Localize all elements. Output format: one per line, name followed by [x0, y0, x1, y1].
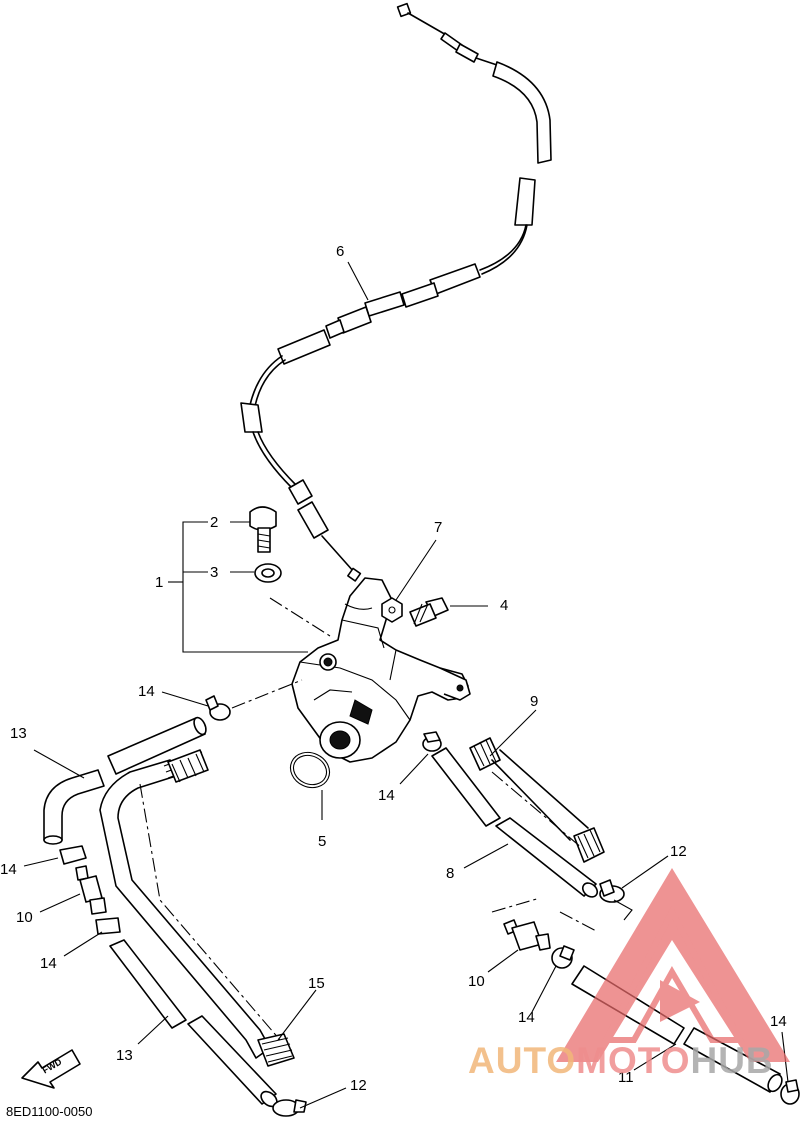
hose-13-lower: [109, 939, 278, 1108]
clamp-14-right-top: [422, 731, 442, 752]
callout-12-right: 12: [670, 843, 687, 860]
bolt-4: [409, 597, 449, 627]
callout-13-upper: 13: [10, 725, 27, 742]
nut-7: [381, 597, 403, 623]
clamp-14-right-bottom: [780, 1079, 800, 1105]
oil-pump-assy: [291, 577, 471, 763]
hose-15: [99, 749, 295, 1067]
callout-6: 6: [336, 243, 345, 260]
o-ring-5: [289, 751, 331, 789]
pump-cable: [240, 2, 552, 582]
callout-14-right-mid: 14: [518, 1009, 535, 1026]
callout-14-left-1: 14: [0, 861, 17, 878]
callout-8: 8: [446, 865, 455, 882]
joint-10-right: [503, 919, 551, 951]
callout-3: 3: [210, 564, 219, 581]
washer-3: [254, 563, 282, 583]
watermark-logo: [556, 868, 790, 1062]
callout-10-right: 10: [468, 973, 485, 990]
callout-14-right-top: 14: [378, 787, 395, 804]
callout-10-left: 10: [16, 909, 33, 926]
watermark-text: AUTOMOTOHUB: [468, 1040, 774, 1082]
callout-1: 1: [155, 574, 164, 591]
clamp-14-top: [205, 695, 231, 721]
clamp-14-left-1: [59, 845, 87, 865]
hose-13-upper: [43, 769, 105, 845]
joint-10-left: [75, 865, 107, 915]
leader-lines: [23, 261, 789, 1109]
hose-8: [431, 747, 599, 898]
clamp-12-bottom: [272, 1099, 307, 1117]
callout-12-bottom: 12: [350, 1077, 367, 1094]
watermark-hub: HUB: [690, 1040, 774, 1081]
callout-11: 11: [618, 1069, 634, 1086]
callout-2: 2: [210, 514, 219, 531]
callout-14-left-2: 14: [40, 955, 57, 972]
watermark-auto: AUTO: [468, 1040, 577, 1081]
callout-5: 5: [318, 833, 327, 850]
callout-4: 4: [500, 597, 509, 614]
callout-9: 9: [530, 693, 539, 710]
fwd-arrow: [21, 1049, 81, 1089]
callout-13-lower: 13: [116, 1047, 133, 1064]
callout-14-right-bottom: 14: [770, 1013, 787, 1030]
clamp-14-left-2: [95, 917, 121, 935]
hose-9: [469, 737, 605, 863]
bolt-2: [249, 506, 277, 553]
callout-15: 15: [308, 975, 325, 992]
drawing-code: 8ED1100-0050: [6, 1104, 93, 1119]
clamp-14-right-mid: [551, 945, 575, 969]
hose-left-upper: [107, 716, 207, 775]
callout-14-top: 14: [138, 683, 155, 700]
callout-7: 7: [434, 519, 443, 536]
clamp-12-right: [599, 879, 625, 903]
watermark-moto: MOTO: [576, 1040, 691, 1081]
